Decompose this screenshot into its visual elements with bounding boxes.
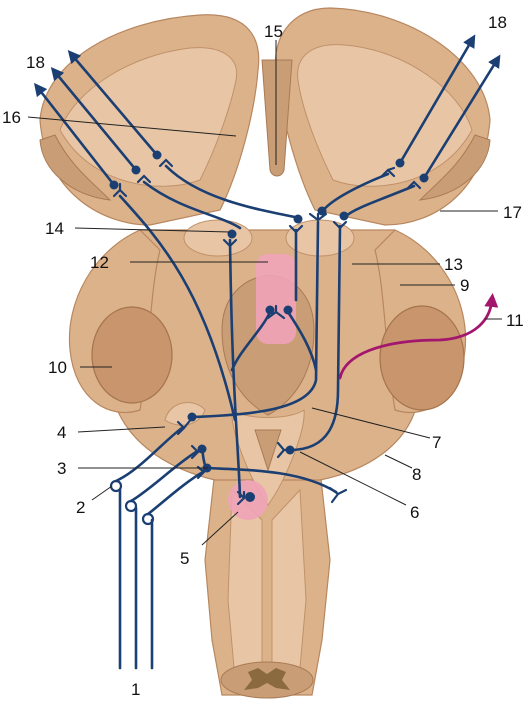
fiber-to-18-left-a <box>33 82 116 187</box>
fiber-12-down-b <box>286 310 318 372</box>
leader-lines <box>27 40 502 546</box>
projection-11 <box>338 293 499 380</box>
superior-colliculus-right <box>285 219 355 257</box>
fiber-3-right <box>205 466 338 494</box>
label-5: 5 <box>180 549 189 568</box>
neuron-3b <box>197 444 207 454</box>
cerebellar-cut-right <box>379 305 465 411</box>
gray-matter-section <box>244 668 290 690</box>
gracile-column-left <box>227 488 263 691</box>
obex-triangle <box>254 429 282 472</box>
label-15: 15 <box>264 22 283 41</box>
superior-colliculus-left <box>183 219 253 257</box>
fiber-4-up <box>190 220 320 419</box>
label-18-left: 18 <box>26 53 45 72</box>
synapse-upper-b <box>332 220 348 230</box>
root-entry-b <box>129 450 198 503</box>
nucleus-12 <box>256 254 296 344</box>
fiber-left-a-down <box>118 194 237 422</box>
synapse-upper-a <box>308 212 328 222</box>
fiber-to-18-right-b <box>422 54 501 180</box>
label-18-right: 18 <box>488 13 507 32</box>
label-9: 9 <box>460 276 469 295</box>
fiber-right-cross-a <box>320 172 390 214</box>
fiber-right-cross-b <box>344 184 416 218</box>
fiber-5-up <box>228 238 242 499</box>
leader-16 <box>27 116 237 137</box>
leader-14 <box>74 227 231 233</box>
fiber-to-18-left-c <box>67 50 159 157</box>
label-10: 10 <box>48 358 67 377</box>
fiber-6-up <box>288 224 342 452</box>
label-14: 14 <box>45 219 64 238</box>
synapse-12 <box>266 304 286 320</box>
label-11: 11 <box>506 311 524 330</box>
labels: 1 2 3 4 5 6 7 8 9 10 11 12 13 14 15 16 1… <box>2 13 524 699</box>
synapse-right-a <box>380 166 396 178</box>
neuron-mid <box>293 214 303 224</box>
left-fold <box>59 47 238 187</box>
fiber-left-b-down <box>142 180 242 230</box>
synapse-3b <box>196 465 206 480</box>
leader-2 <box>91 485 113 501</box>
brainstem-anatomy <box>39 7 491 699</box>
label-7: 7 <box>432 433 441 452</box>
label-17: 17 <box>503 203 522 222</box>
leader-8 <box>384 454 413 469</box>
synapse-left-b <box>136 174 152 184</box>
synapse-right-b <box>406 180 422 190</box>
label-8: 8 <box>412 465 421 484</box>
label-3: 3 <box>57 459 66 478</box>
root-entry-c <box>146 470 205 516</box>
leader-6 <box>299 451 407 506</box>
root-entry-a <box>114 426 184 483</box>
synapse-lower-right <box>328 486 348 504</box>
gracile-column-right <box>271 488 307 691</box>
leader-4 <box>77 426 166 433</box>
cerebellar-cut-left <box>91 306 173 404</box>
ganglion-cell-b <box>124 499 138 513</box>
leader-5 <box>201 511 239 546</box>
fiber-left-c-cross <box>164 164 302 220</box>
label-16: 16 <box>2 108 21 127</box>
synapse-left-a <box>112 182 128 198</box>
left-pulvinar <box>39 134 112 201</box>
neuron-12b <box>283 305 293 315</box>
synapse-3a <box>190 444 200 460</box>
fiber-to-18-left-b <box>50 66 138 172</box>
neuron-upper-b <box>339 211 349 221</box>
neuron-12a <box>265 305 275 315</box>
synapse-left-c <box>158 158 174 168</box>
label-12: 12 <box>90 253 109 272</box>
label-2: 2 <box>76 498 85 517</box>
fiber-tracts <box>33 34 501 670</box>
neuron-14 <box>227 229 237 239</box>
fiber-12-down <box>230 310 272 372</box>
right-pulvinar <box>418 134 491 201</box>
label-13: 13 <box>444 255 463 274</box>
synapse-14 <box>222 238 238 248</box>
label-6: 6 <box>410 503 419 522</box>
neuron-5 <box>245 492 255 502</box>
leader-7 <box>311 407 431 439</box>
fiber-to-18-right-a <box>398 34 476 165</box>
label-1: 1 <box>131 680 140 699</box>
right-fold <box>297 44 473 187</box>
midline-groove <box>261 59 293 177</box>
label-4: 4 <box>57 423 66 442</box>
ganglion-cell-a <box>109 479 123 493</box>
